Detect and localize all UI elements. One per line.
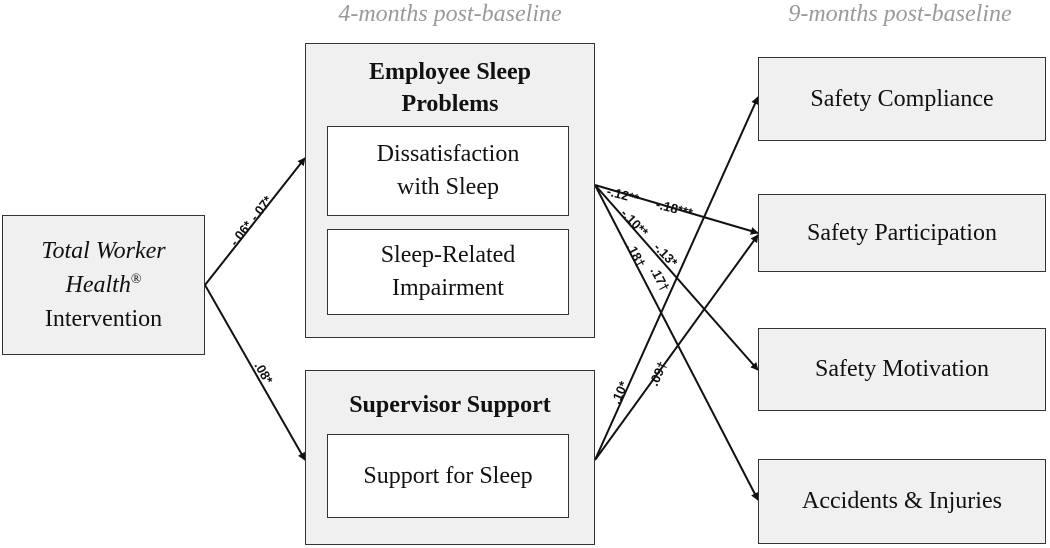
arrow-intervention-to-sleep <box>204 157 306 286</box>
intervention-box: Total Worker Health® Intervention <box>2 215 205 355</box>
coef-support-compliance: .10* <box>608 378 631 406</box>
safety-participation-box: Safety Participation <box>758 194 1046 272</box>
supervisor-support-box: Supervisor Support Support for Sleep <box>305 370 595 545</box>
sleep-problems-title-line1: Employee Sleep <box>369 59 531 85</box>
coef-int-sleep-b: -.07* <box>247 192 276 224</box>
coef-support-participation: .09† <box>646 359 670 388</box>
safety-compliance-box: Safety Compliance <box>758 57 1046 141</box>
dissatisfaction-box: Dissatisfaction with Sleep <box>327 126 569 216</box>
arrow-sleep-to-accidents <box>594 184 759 501</box>
dissatisfaction-line1: Dissatisfaction <box>376 141 520 167</box>
phase-label-4-months: 4-months post-baseline <box>338 1 562 27</box>
arrow-support-to-participation <box>594 234 759 461</box>
arrow-sleep-to-participation <box>594 184 759 235</box>
accidents-injuries-label: Accidents & Injuries <box>802 488 1002 514</box>
safety-participation-label: Safety Participation <box>807 219 997 246</box>
support-for-sleep-box: Support for Sleep <box>327 434 569 518</box>
phase-label-9-months: 9-months post-baseline <box>788 1 1012 27</box>
arrow-support-to-compliance <box>594 96 759 461</box>
sleep-problems-box: Employee Sleep Problems Dissatisfaction … <box>305 43 595 338</box>
safety-motivation-label: Safety Motivation <box>815 356 989 382</box>
sleep-problems-title-line2: Problems <box>401 91 499 117</box>
registered-mark: ® <box>130 272 142 287</box>
accidents-injuries-box: Accidents & Injuries <box>758 459 1046 544</box>
impairment-box: Sleep-Related Impairment <box>327 229 569 315</box>
intervention-health-text: Health <box>65 272 131 298</box>
support-for-sleep-label: Support for Sleep <box>363 462 533 489</box>
intervention-line3: Intervention <box>44 306 163 332</box>
intervention-line1: Total Worker <box>41 238 166 264</box>
intervention-line2: Health® <box>66 268 142 302</box>
safety-motivation-box: Safety Motivation <box>758 328 1046 411</box>
coef-int-sleep-a: -.06* <box>227 217 256 249</box>
coef-sleep-accidents-a: .18† <box>623 240 648 269</box>
safety-compliance-label: Safety Compliance <box>810 85 994 112</box>
coef-sleep-participation-b: -.18*** <box>654 196 695 220</box>
impairment-line1: Sleep-Related <box>380 242 516 268</box>
coef-sleep-motivation-a: -.10** <box>618 206 652 240</box>
dissatisfaction-line2: with Sleep <box>397 174 499 200</box>
impairment-line2: Impairment <box>392 275 504 301</box>
supervisor-support-title: Supervisor Support <box>349 392 551 418</box>
arrow-intervention-to-support <box>204 284 306 461</box>
